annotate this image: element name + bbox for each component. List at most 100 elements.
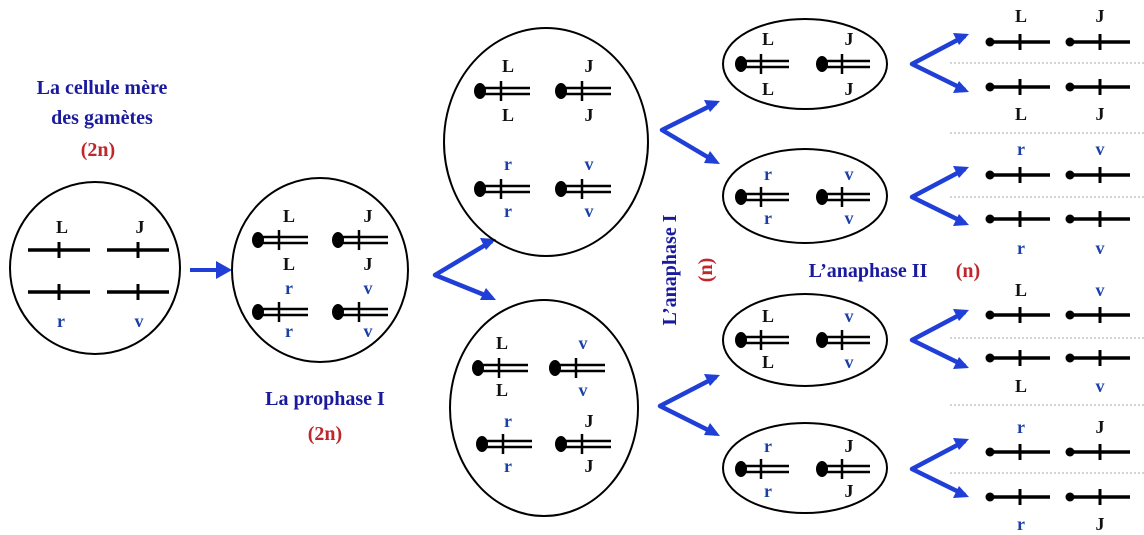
allele-L: L — [1015, 6, 1027, 26]
chromosome-icon — [735, 459, 789, 479]
allele-L: L — [1015, 104, 1027, 124]
arrow-to-prophase — [190, 261, 232, 279]
allele-L: L — [1015, 280, 1027, 300]
anaphase2-cell-2 — [722, 148, 888, 244]
chromosome-icon — [332, 230, 388, 250]
gamete-chromosome-icon — [985, 79, 1050, 95]
allele-J: J — [1096, 6, 1105, 26]
allele-J: J — [1096, 514, 1105, 534]
chromosome-icon — [555, 434, 611, 454]
allele-r: r — [285, 321, 293, 341]
chromosome-icon — [476, 434, 532, 454]
allele-L: L — [502, 105, 514, 125]
chromosome-icon — [816, 459, 870, 479]
allele-L: L — [762, 352, 774, 372]
allele-L: L — [1015, 376, 1027, 396]
chromosome-icon — [555, 81, 611, 101]
gamete-chromosome-icon — [1065, 444, 1130, 460]
allele-v: v — [845, 208, 854, 228]
allele-v: v — [585, 201, 594, 221]
allele-J: J — [845, 29, 854, 49]
gamete-chromosome-icon — [985, 350, 1050, 366]
mother-cell: L J r v — [9, 181, 181, 355]
anaphase2-cell-4 — [722, 422, 888, 514]
chromosome-icon — [735, 187, 789, 207]
allele-v: v — [579, 380, 588, 400]
allele-r: r — [504, 201, 512, 221]
allele-v: v — [845, 352, 854, 372]
allele-J: J — [845, 436, 854, 456]
chromosome-icon — [474, 179, 530, 199]
anaphase2-ploidy: (n) — [956, 260, 980, 282]
gamete-chromosome-icon — [985, 167, 1050, 183]
allele-L: L — [496, 333, 508, 353]
allele-r: r — [285, 278, 293, 298]
gamete-chromosome-icon — [985, 34, 1050, 50]
allele-L: L — [496, 380, 508, 400]
chromosome-icon — [735, 54, 789, 74]
prophase-label: La prophase I — [265, 388, 385, 410]
allele-r: r — [764, 164, 772, 184]
anaphase2-label: L’anaphase II — [809, 260, 928, 282]
mother-cell-label-line2: des gamètes — [51, 107, 153, 129]
gamete-chromosome-icon — [1065, 79, 1130, 95]
allele-L: L — [283, 254, 295, 274]
prophase-chromosomes — [252, 230, 388, 322]
allele-v: v — [1096, 139, 1105, 159]
allele-J: J — [1096, 417, 1105, 437]
allele-J: J — [585, 411, 594, 431]
allele-r: r — [1017, 238, 1025, 258]
allele-v: v — [579, 333, 588, 353]
mother-cell-ploidy: (2n) — [81, 139, 115, 161]
allele-v: v — [364, 278, 373, 298]
chromosome-icon — [735, 330, 789, 350]
gamete-chromosome-icon — [985, 211, 1050, 227]
allele-J: J — [585, 456, 594, 476]
anaphase1-bottom-chromosomes — [472, 358, 611, 454]
gamete-chromosome-icon — [985, 489, 1050, 505]
allele-J: J — [364, 206, 373, 226]
chromosome-icon — [555, 179, 611, 199]
gamete-chromosome-icon — [1065, 211, 1130, 227]
prophase-cell — [231, 177, 409, 363]
allele-r: r — [504, 456, 512, 476]
allele-v: v — [1096, 376, 1105, 396]
arrow-split-anaphase1 — [432, 238, 496, 301]
allele-r: r — [1017, 417, 1025, 437]
gamete-chromosome-icon — [985, 444, 1050, 460]
allele-L: L — [502, 56, 514, 76]
allele-r: r — [764, 436, 772, 456]
allele-J: J — [585, 105, 594, 125]
allele-r: r — [1017, 139, 1025, 159]
allele-r: r — [764, 208, 772, 228]
anaphase2-cell-3 — [722, 293, 888, 387]
chromosome-icon — [816, 187, 870, 207]
allele-J: J — [136, 217, 145, 237]
gametes — [985, 34, 1130, 505]
anaphase1-label: L’anaphase I — [659, 214, 681, 325]
chromosome-icon — [332, 302, 388, 322]
allele-v: v — [585, 154, 594, 174]
allele-v: v — [845, 164, 854, 184]
allele-v: v — [364, 321, 373, 341]
chromosome-icon — [474, 81, 530, 101]
allele-L: L — [762, 29, 774, 49]
allele-r: r — [764, 481, 772, 501]
allele-L: L — [762, 79, 774, 99]
allele-r: r — [1017, 514, 1025, 534]
allele-r: r — [57, 311, 65, 331]
allele-r: r — [504, 154, 512, 174]
gamete-chromosome-icon — [1065, 350, 1130, 366]
chevron-arrow-icon — [909, 438, 969, 498]
chevron-arrow-icon — [909, 33, 969, 93]
chromosome-icon — [549, 358, 605, 378]
arrow-split-anaphase2-top — [659, 100, 720, 164]
anaphase1-bottom-cell — [449, 299, 639, 517]
allele-L: L — [762, 306, 774, 326]
gamete-separators — [950, 62, 1144, 474]
gamete-chromosome-icon — [985, 307, 1050, 323]
anaphase2-chromosomes — [735, 54, 870, 479]
allele-v: v — [1096, 238, 1105, 258]
chevron-arrow-icon — [909, 166, 969, 226]
